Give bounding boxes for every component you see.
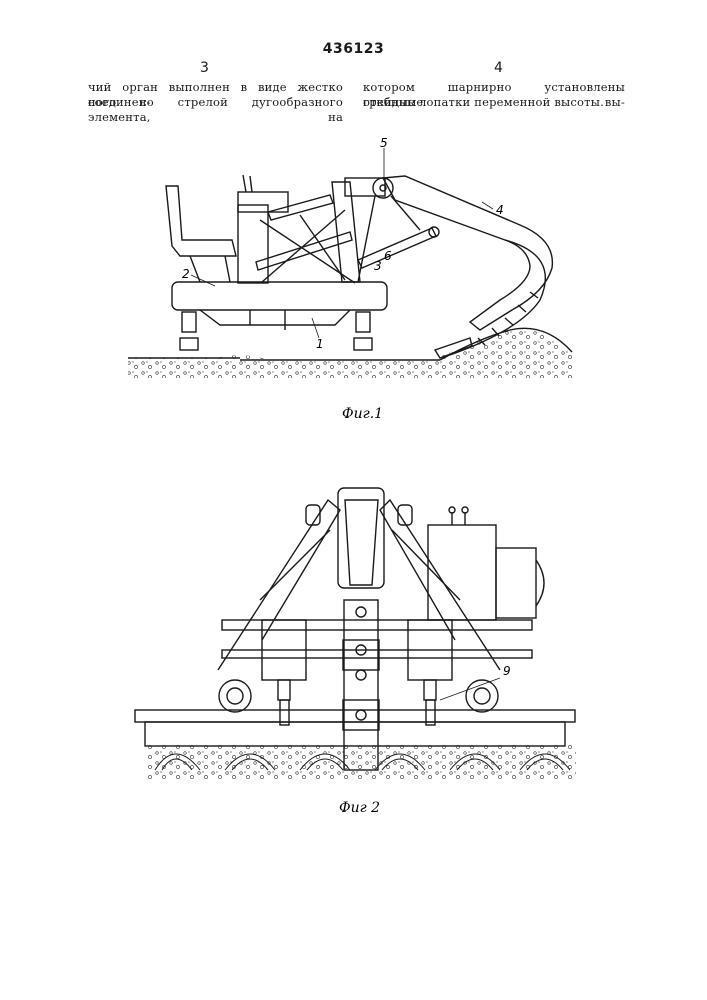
fig1-label-2: 2 bbox=[182, 267, 190, 281]
figure-1-caption: Фиг.1 bbox=[342, 406, 383, 422]
fig2-label-9: 9 bbox=[503, 664, 511, 678]
fig1-label-5: 5 bbox=[380, 136, 388, 150]
fig1-label-4: 4 bbox=[496, 203, 504, 217]
figure-2-caption: Фиг 2 bbox=[339, 800, 380, 816]
figure-2-drawing bbox=[135, 488, 576, 780]
fig1-label-1: 1 bbox=[316, 337, 324, 351]
fig1-label-3: 3 bbox=[374, 259, 382, 273]
fig1-label-6: 6 bbox=[384, 249, 392, 263]
